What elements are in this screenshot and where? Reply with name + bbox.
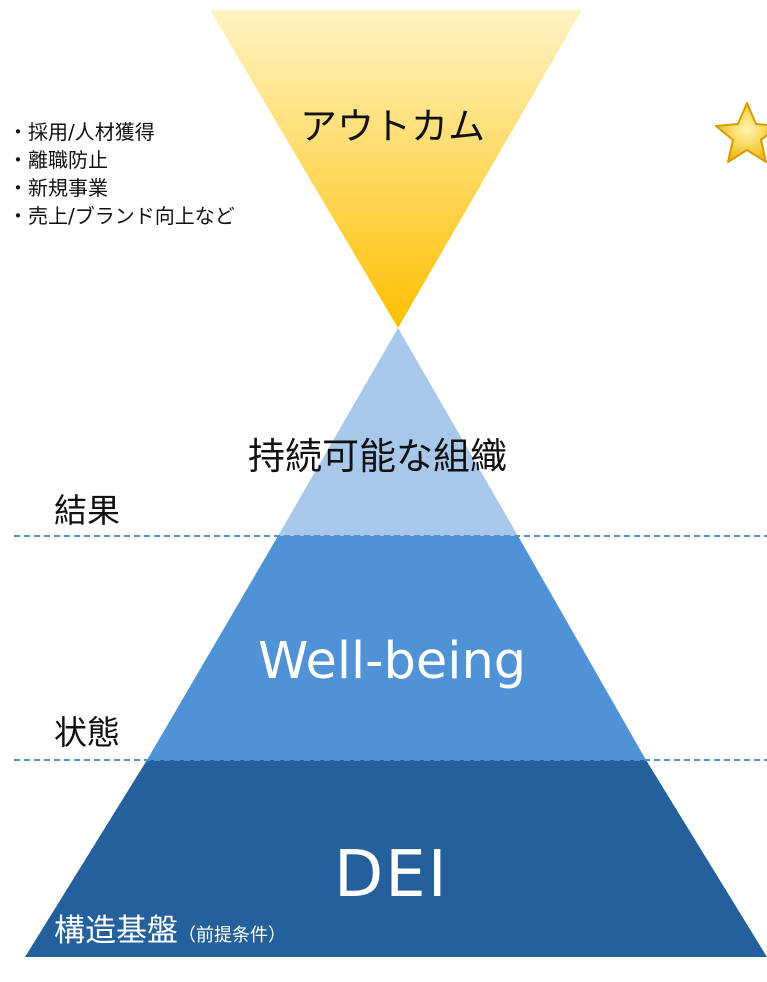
list-item: ・離職防止 — [8, 148, 108, 172]
list-item: ・新規事業 — [8, 176, 108, 200]
outcome-list: ・採用/人材獲得 ・離職防止 ・新規事業 ・売上/ブランド向上など — [8, 118, 235, 230]
layer-label-state: 状態 — [54, 713, 120, 752]
sustainable-organization-label: 持続可能な組織 — [248, 435, 507, 478]
well-being-label: Well-being — [258, 632, 527, 691]
outcome-funnel — [210, 10, 582, 328]
pyramid-tier-base — [25, 760, 767, 957]
foundation-note: （前提条件） — [178, 925, 286, 946]
star-icon — [715, 102, 767, 163]
list-item: ・売上/ブランド向上など — [8, 204, 235, 228]
layer-label-foundation: 構造基盤（前提条件） — [54, 905, 286, 950]
list-item: ・採用/人材獲得 — [8, 120, 155, 144]
pyramid-tier-top — [278, 328, 518, 536]
outcome-label: アウトカム — [300, 105, 485, 148]
dei-label: DEI — [334, 838, 449, 912]
layer-label-result: 結果 — [54, 491, 120, 530]
foundation-label: 構造基盤 — [54, 913, 178, 949]
pyramid-tier-middle — [147, 536, 646, 760]
